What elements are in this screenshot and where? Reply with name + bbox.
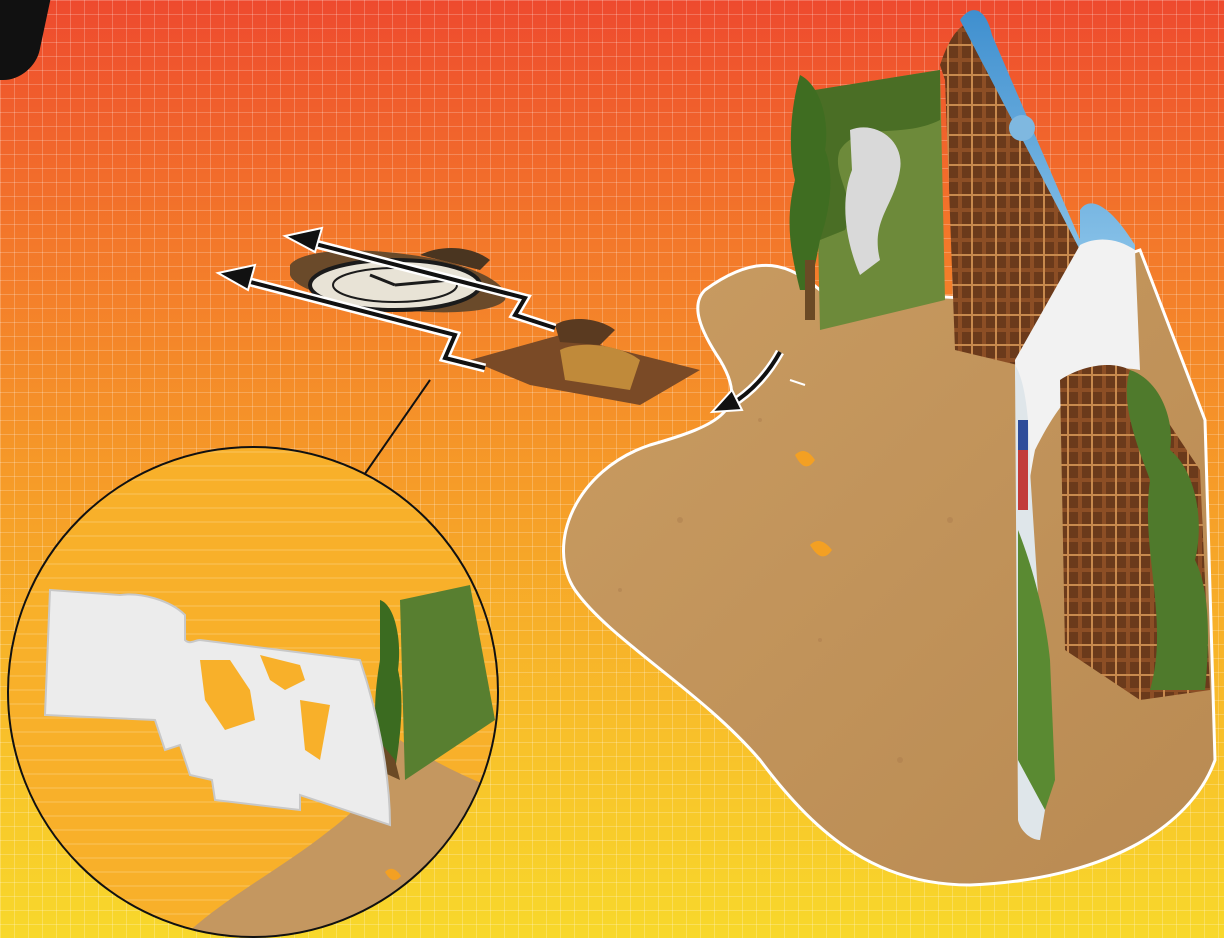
building-window-round [1009, 115, 1035, 141]
bell-piece [470, 319, 700, 405]
callout-leader [362, 380, 430, 478]
detail-magnifier [0, 440, 520, 938]
